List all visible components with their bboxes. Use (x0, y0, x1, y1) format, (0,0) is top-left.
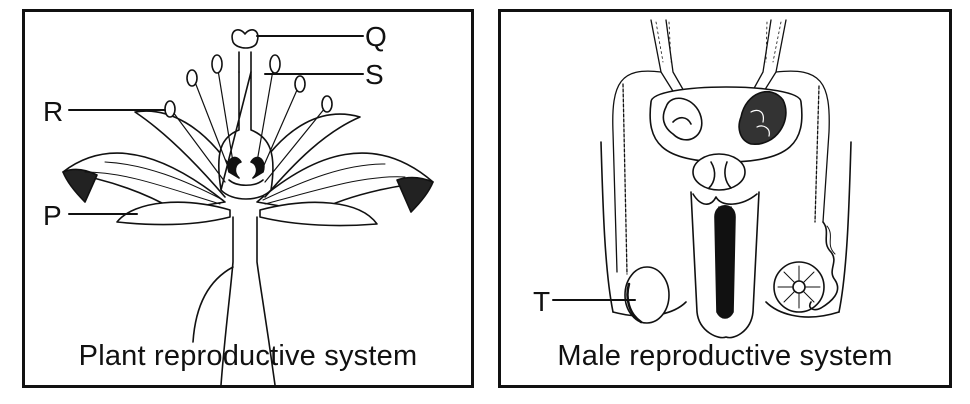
stigma (231, 29, 259, 49)
male-system-diagram (552, 19, 852, 339)
right-front-petal (259, 201, 378, 227)
style (238, 51, 252, 73)
male-panel: T Male reproductive system (498, 9, 952, 388)
anther (164, 100, 176, 118)
male-caption: Male reproductive system (557, 340, 893, 372)
label-P: P (43, 200, 62, 231)
ovary (217, 71, 274, 200)
label-R: R (43, 96, 64, 127)
label-S: S (365, 59, 384, 90)
flower-diagram (62, 29, 434, 385)
label-Q: Q (365, 21, 387, 52)
label-T: T (533, 286, 551, 317)
left-back-petal (62, 152, 226, 211)
plant-panel: Q S R P Plant reproductive system (22, 9, 474, 388)
left-testis (624, 266, 670, 324)
plant-caption: Plant reproductive system (78, 340, 418, 372)
left-front-petal (116, 201, 231, 226)
